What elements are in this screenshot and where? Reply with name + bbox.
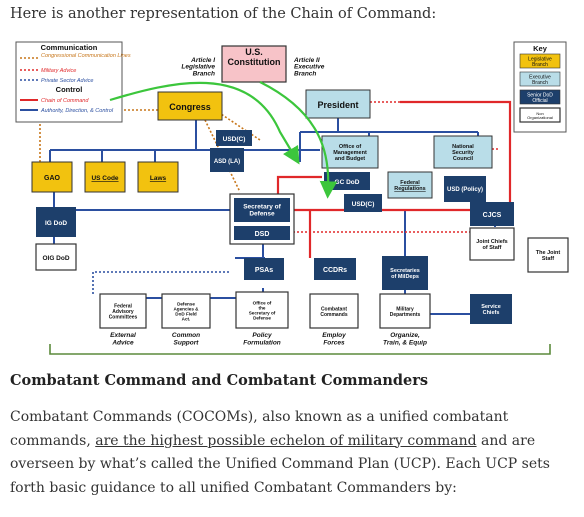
paragraph-text-before: Combatant Commands (COCOMs), also known … [10, 409, 509, 449]
node-usdc-top: USD(C) [223, 136, 246, 143]
chain-of-command-diagram: Communication Congressional Communicatio… [10, 32, 572, 362]
node-psas: PSAs [255, 267, 273, 274]
legend-private-sector: Private Sector Advice [41, 78, 93, 84]
caption-organize: Organize,Train, & Equip [383, 332, 427, 347]
intro-text: Here is another representation of the Ch… [10, 6, 437, 22]
node-oig-dod: OIG DoD [42, 255, 69, 262]
key-title: Key [533, 44, 548, 53]
node-usd-policy: USD (Policy) [447, 187, 483, 193]
echelon-link[interactable]: are the highest possible echelon of mili… [95, 432, 477, 449]
node-cjcs: CJCS [483, 212, 502, 219]
node-gc-dod: GC DoD [335, 179, 360, 186]
legend-communication-title: Communication [41, 43, 98, 52]
node-ccdrs: CCDRs [323, 267, 347, 274]
label-article1: Article I [190, 57, 215, 64]
label-article2: Article II [293, 57, 320, 64]
legend-military-advice: Military Advice [41, 68, 76, 74]
legend-congressional: Congressional Communication Lines [41, 53, 131, 59]
node-constitution: U.S.Constitution [228, 47, 281, 67]
node-ig-dod: IG DoD [45, 220, 67, 227]
node-usdc-mid: USD(C) [352, 201, 375, 208]
legend-chain-of-command: Chain of Command [41, 98, 89, 104]
node-congress: Congress [169, 102, 211, 112]
node-asd-la: ASD (LA) [214, 159, 240, 165]
node-laws: Laws [150, 175, 167, 182]
section-heading: Combatant Command and Combatant Commande… [10, 372, 429, 389]
node-dsd: DSD [255, 231, 270, 238]
node-us-code: US Code [91, 175, 118, 182]
body-paragraph: Combatant Commands (COCOMs), also known … [10, 406, 576, 500]
node-president: President [317, 100, 358, 110]
paragraph-text-after: and are overseen by what’s called the Un… [10, 432, 550, 496]
legend-control-title: Control [56, 85, 83, 94]
legend-authority: Authority, Direction, & Control [40, 108, 114, 114]
node-gao: GAO [44, 175, 61, 182]
